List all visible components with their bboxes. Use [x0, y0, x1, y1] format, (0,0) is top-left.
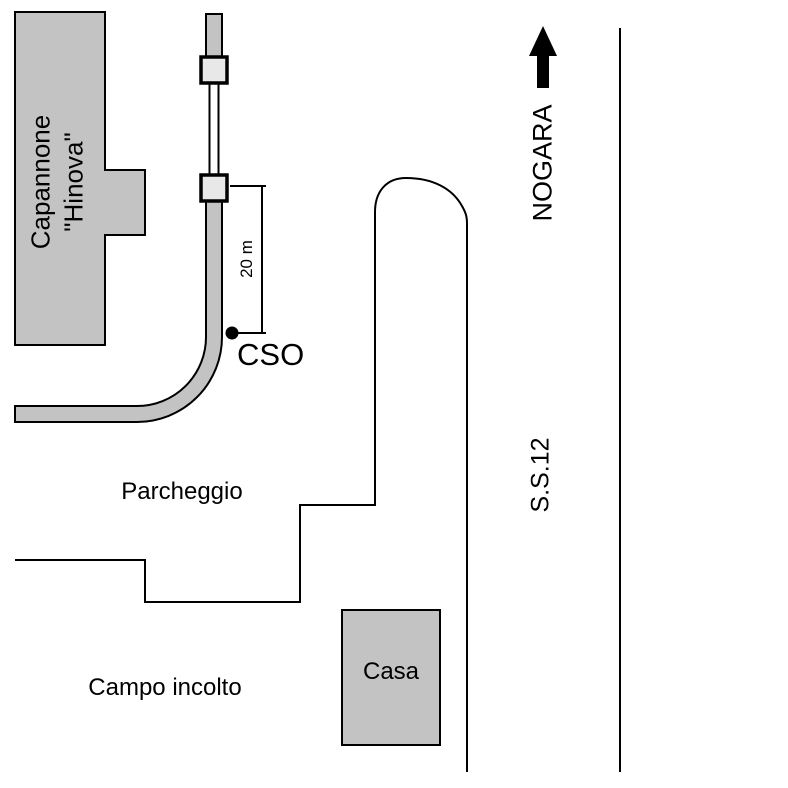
capannone-building-shape	[14, 11, 146, 346]
road-label: S.S.12	[526, 437, 555, 513]
distance-label: 20 m	[237, 240, 256, 278]
casa-building-shape	[341, 609, 441, 746]
gate-narrow-segment	[208, 77, 220, 183]
gate-connector-bottom	[199, 173, 229, 203]
gate-connector-top	[199, 55, 229, 85]
house-label: Casa	[362, 658, 420, 685]
building-label-line1: Capannone	[25, 114, 56, 250]
up-arrow-icon	[529, 26, 557, 88]
direction-label: NOGARA	[527, 104, 558, 222]
cso-point-marker	[225, 326, 239, 340]
access-road-outline	[15, 176, 468, 772]
cso-label: CSO	[237, 337, 305, 372]
building-label: Capannone "Hinova"	[25, 115, 90, 249]
parking-label: Parcheggio	[121, 478, 243, 505]
building-label-line2: "Hinova"	[58, 132, 88, 232]
field-label: Campo incolto	[88, 674, 242, 701]
driveway-top-segment	[205, 13, 223, 61]
driveway-road	[14, 199, 223, 423]
